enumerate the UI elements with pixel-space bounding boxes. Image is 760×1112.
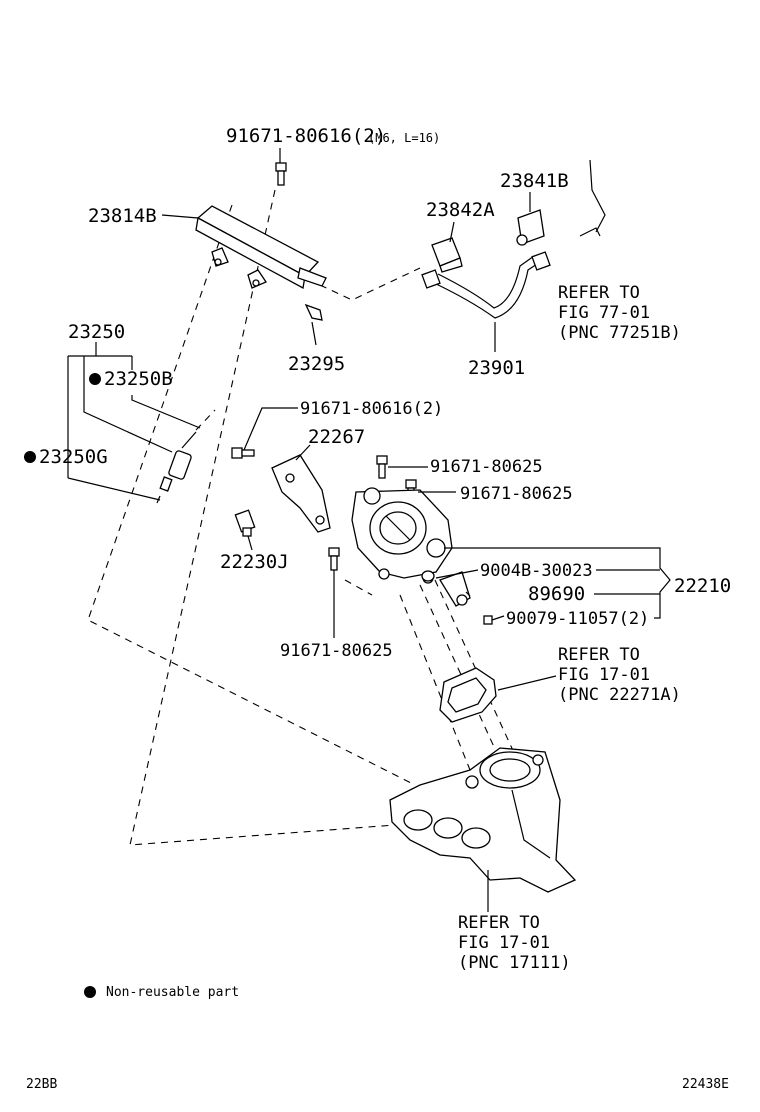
label-isc-valve: 89690 xyxy=(528,583,585,605)
label-refer-77-line3: (PNC 77251B) xyxy=(558,323,681,343)
label-screw: 90079-11057(2) xyxy=(506,609,649,629)
label-refer-77-line1: REFER TO xyxy=(558,283,640,303)
sensor-part xyxy=(234,509,256,537)
spacer-part xyxy=(304,303,323,321)
label-oring: 9004B-30023 xyxy=(480,561,593,581)
label-refer-17b-line2: FIG 17-01 xyxy=(458,933,550,953)
legend-dot-icon xyxy=(84,986,96,998)
throttle-body-part xyxy=(351,487,453,584)
bracket-bolt-part xyxy=(231,447,255,459)
label-injector-g: 23250G xyxy=(39,446,108,468)
footer-left-code: 22BB xyxy=(26,1077,57,1092)
injector-part xyxy=(156,431,197,504)
footer: 22BB 22438E xyxy=(26,1077,729,1092)
non-reusable-dot-icon xyxy=(89,373,101,385)
label-throttle-body: 22210 xyxy=(674,575,731,597)
label-refer-77-line2: FIG 77-01 xyxy=(558,303,650,323)
bracket-part xyxy=(271,454,331,533)
delivery-pipe-part xyxy=(195,205,327,290)
label-injector-b: 23250B xyxy=(104,368,173,390)
label-sensor: 22230J xyxy=(220,551,289,573)
label-clamp-b: 23841B xyxy=(500,170,569,192)
label-top-bolt-spec: (M6, L=16) xyxy=(368,131,440,145)
footer-right-code: 22438E xyxy=(682,1077,729,1092)
label-bracket-bolt: 91671-80616(2) xyxy=(300,399,443,419)
legend: Non-reusable part xyxy=(84,985,239,1000)
label-refer-17a-line3: (PNC 22271A) xyxy=(558,685,681,705)
intake-manifold-part xyxy=(389,747,577,893)
leader-lines xyxy=(67,148,671,912)
label-refer-17b-line1: REFER TO xyxy=(458,913,540,933)
top-bolt-part xyxy=(275,162,287,186)
label-delivery-pipe: 23814B xyxy=(88,205,157,227)
label-injector-assy: 23250 xyxy=(68,321,125,343)
label-clamp-a: 23842A xyxy=(426,199,495,221)
gasket-part xyxy=(439,667,497,723)
clamp-b-part xyxy=(516,209,545,246)
label-refer-17b-line3: (PNC 17111) xyxy=(458,953,571,973)
label-tb-bolt-1: 91671-80625 xyxy=(430,457,543,477)
part-labels: 91671-80616(2) (M6, L=16) 23814B 23295 2… xyxy=(24,125,731,973)
clamp-a-part xyxy=(431,237,463,273)
fuel-hose-part xyxy=(421,159,606,319)
non-reusable-dot-icon xyxy=(24,451,36,463)
label-refer-17a-line2: FIG 17-01 xyxy=(558,665,650,685)
label-fuel-hose: 23901 xyxy=(468,357,525,379)
label-tb-bolt-2: 91671-80625 xyxy=(460,484,573,504)
label-refer-17a-line1: REFER TO xyxy=(558,645,640,665)
legend-text: Non-reusable part xyxy=(106,985,239,1000)
label-top-bolt: 91671-80616(2) xyxy=(226,125,386,147)
label-bolt-lower: 91671-80625 xyxy=(280,641,393,661)
assembly-dashed-lines xyxy=(87,189,516,846)
label-spacer: 23295 xyxy=(288,353,345,375)
label-bracket: 22267 xyxy=(308,426,365,448)
